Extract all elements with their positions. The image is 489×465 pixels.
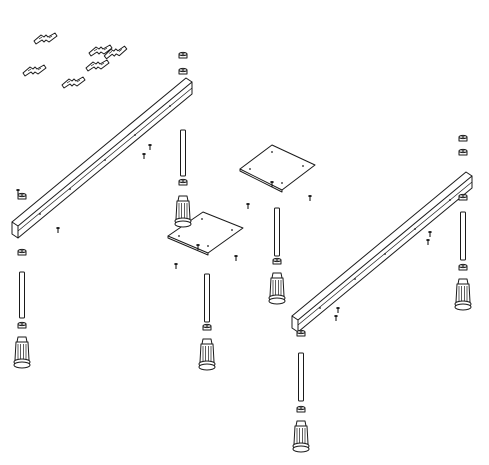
clip-set xyxy=(22,32,128,89)
mounting-plate-lower xyxy=(167,211,244,256)
leg-assembly-center-upper xyxy=(268,207,286,305)
clip-3 xyxy=(22,64,47,77)
leg-assembly-right-front xyxy=(292,329,310,453)
leg-assembly-center-front xyxy=(198,273,216,371)
mounting-plate-upper xyxy=(239,144,316,193)
leg-assembly-left-rear xyxy=(174,51,192,228)
clip-4 xyxy=(85,59,110,72)
right-rail xyxy=(291,171,473,333)
left-rail xyxy=(11,77,193,239)
clip-5 xyxy=(61,76,86,89)
clip-1 xyxy=(33,32,58,45)
leg-assembly-left-front xyxy=(13,192,31,369)
leg-assembly-right-rear xyxy=(454,134,472,311)
